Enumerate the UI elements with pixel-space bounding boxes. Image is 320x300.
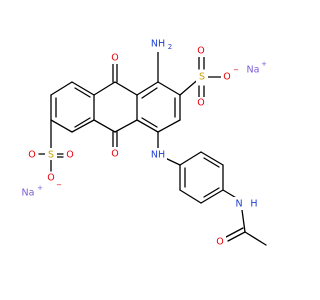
bond: [50, 81, 73, 96]
carbonyl-oxygen-bottom: O: [111, 149, 118, 160]
bond: [157, 81, 181, 96]
bond: [74, 87, 91, 98]
linker-nh: NH: [151, 150, 165, 161]
molecule-canvas: O O NH 2 S O O O − Na + S O O O − Na +: [21, 36, 268, 248]
bond: [93, 119, 116, 133]
bond: [141, 117, 158, 128]
bonds: [38, 51, 267, 246]
amide-nitrogen: N: [235, 199, 242, 210]
bond: [227, 231, 246, 242]
bond: [71, 119, 95, 133]
sulfonyl-oxygen-right: O: [66, 150, 73, 161]
structure-diagram: O O NH 2 S O O O − Na + S O O O − Na +: [21, 36, 268, 248]
sulfonyl-oxygen-left: O: [28, 150, 35, 161]
bond: [136, 119, 159, 133]
sulfur-right: S: [199, 72, 205, 83]
charge-minus-right: −: [233, 66, 239, 74]
amine-subscript: 2: [168, 43, 172, 51]
bond: [244, 231, 267, 246]
bond: [179, 151, 202, 166]
amide-oxygen: O: [216, 237, 223, 248]
bond: [203, 157, 220, 168]
bond: [93, 81, 116, 96]
bond: [50, 119, 73, 133]
bond: [179, 189, 202, 204]
amine-nh: NH: [151, 39, 165, 50]
bond: [200, 151, 224, 166]
carbonyl-oxygen-top: O: [111, 53, 118, 64]
sulfonyl-oxygen-bottom: O: [197, 98, 204, 109]
bond: [141, 87, 158, 99]
amide-hydrogen: H: [250, 199, 257, 210]
bond: [225, 227, 244, 238]
bond: [71, 81, 95, 96]
bond: [114, 81, 138, 96]
sodium-right: Na: [247, 65, 260, 76]
sodium-left: Na: [22, 188, 35, 199]
charge-plus-right: +: [261, 60, 267, 68]
bond: [157, 119, 181, 133]
charge-minus-left: −: [56, 181, 62, 189]
bond: [74, 117, 91, 128]
sulfonate-oxygen-left: O: [47, 173, 54, 184]
atom-labels: O O NH 2 S O O O − Na + S O O O − Na +: [22, 36, 267, 248]
sulfur-left: S: [48, 150, 54, 161]
sulfonate-oxygen-right: O: [223, 72, 230, 83]
bond: [203, 187, 220, 198]
bond: [241, 209, 246, 233]
bond: [200, 189, 224, 204]
bond: [136, 81, 159, 96]
bond: [114, 119, 138, 133]
charge-plus-left: +: [37, 184, 43, 192]
sulfonyl-oxygen-top: O: [197, 46, 204, 57]
